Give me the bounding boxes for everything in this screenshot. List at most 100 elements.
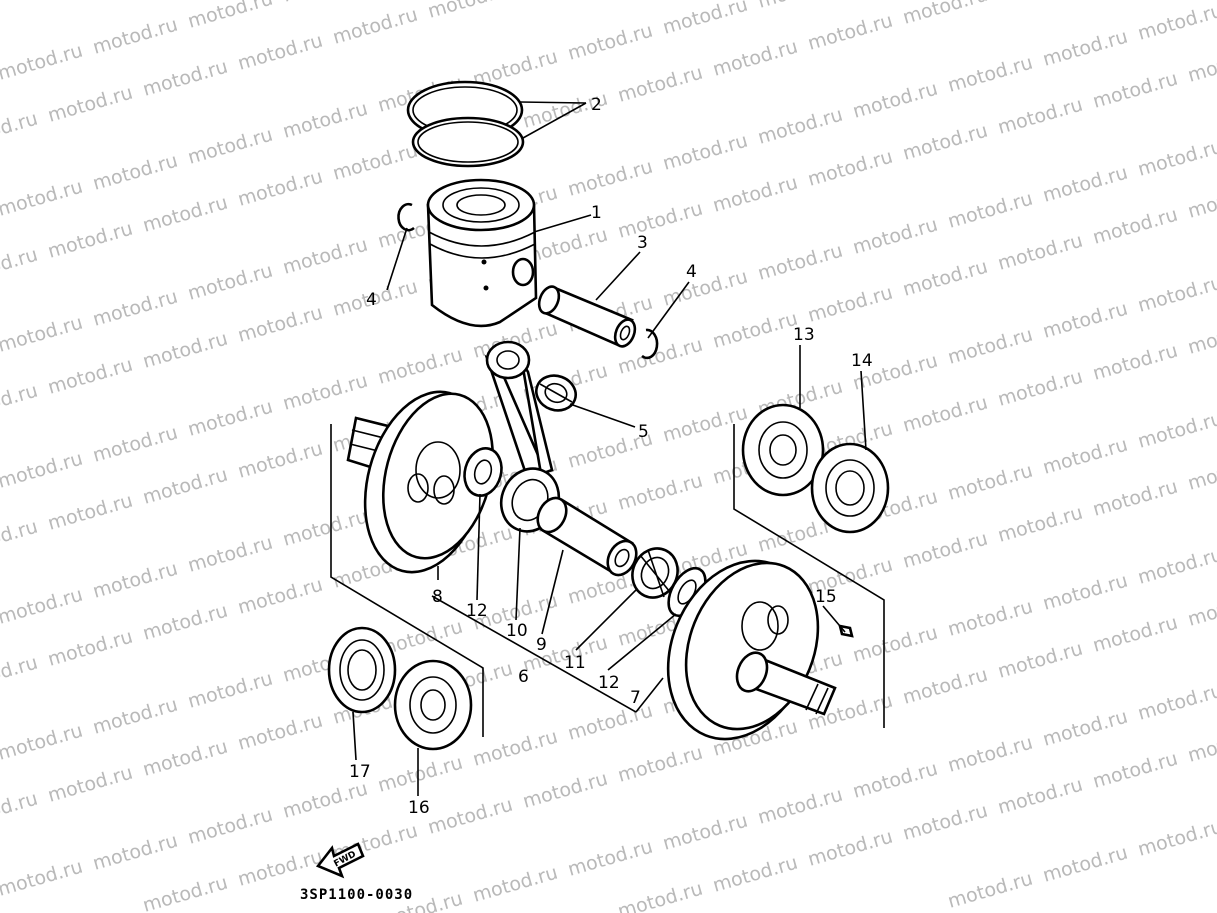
watermark-text: motod.ru: [850, 78, 940, 123]
watermark-text: motod.ru: [850, 758, 940, 803]
watermark-text: motod.ru: [1090, 340, 1180, 385]
watermark-text: motod.ru: [0, 856, 85, 901]
watermark-text: motod.ru: [1090, 204, 1180, 249]
watermark-text: motod.ru: [995, 638, 1085, 683]
watermark-text: motod.ru: [330, 140, 420, 185]
watermark-text: motod.ru: [0, 516, 40, 561]
watermark-text: motod.ru: [140, 192, 230, 237]
watermark-text: motod.ru: [140, 464, 230, 509]
callout-oil-seal-14: 14: [851, 351, 873, 371]
watermark-text: motod.ru: [235, 574, 325, 619]
watermark-text: motod.ru: [805, 826, 895, 871]
watermark-text: motod.ru: [185, 260, 275, 305]
watermark-text: motod.ru: [1040, 706, 1130, 751]
watermark-text: motod.ru: [90, 14, 180, 59]
piston-pin-clips: [397, 202, 659, 360]
watermark-text: motod.ru: [140, 736, 230, 781]
watermark-text: motod.ru: [45, 490, 135, 535]
watermark-text: motod.ru: [425, 0, 515, 23]
watermark-text: motod.ru: [1040, 434, 1130, 479]
watermark-text: motod.ru: [850, 622, 940, 667]
watermark-text: motod.ru: [1185, 42, 1217, 87]
watermark-text: motod.ru: [995, 366, 1085, 411]
watermark-text: motod.ru: [805, 146, 895, 191]
watermark-text: motod.ru: [945, 324, 1035, 369]
crank-right: [666, 559, 837, 741]
watermark-text: motod.ru: [900, 528, 990, 573]
watermark-text: motod.ru: [945, 460, 1035, 505]
watermark-text: motod.ru: [90, 694, 180, 739]
callout-piston: 1: [591, 203, 602, 223]
watermark-text: motod.ru: [185, 124, 275, 169]
watermark-text: motod.ru: [0, 108, 40, 153]
bearing-13: [741, 403, 825, 497]
watermark-text: motod.ru: [0, 380, 40, 425]
watermark-text: motod.ru: [755, 104, 845, 149]
watermark-text: motod.ru: [235, 438, 325, 483]
watermark-text: motod.ru: [710, 172, 800, 217]
watermark-text: motod.ru: [185, 396, 275, 441]
watermark-text: motod.ru: [615, 878, 705, 913]
watermark-text: motod.ru: [280, 0, 370, 7]
watermark-text: motod.ru: [710, 308, 800, 353]
watermark-text: motod.ru: [565, 156, 655, 201]
watermark-text: motod.ru: [900, 392, 990, 437]
oil-seal-17: [327, 626, 397, 714]
watermark-text: motod.ru: [805, 282, 895, 327]
oil-seal-14: [810, 442, 890, 534]
watermark-text: motod.ru: [710, 852, 800, 897]
watermark-text: motod.ru: [1135, 680, 1217, 725]
watermark-text: motod.ru: [280, 234, 370, 279]
watermark-text: motod.ru: [0, 788, 40, 833]
watermark-text: motod.ru: [565, 836, 655, 881]
watermark-text: motod.ru: [1185, 450, 1217, 495]
watermark-text: motod.ru: [1135, 544, 1217, 589]
watermark-text: motod.ru: [45, 354, 135, 399]
watermark-text: motod.ru: [45, 82, 135, 127]
callout-connecting-rod: 10: [506, 621, 528, 641]
watermark-text: motod.ru: [945, 868, 1035, 913]
piston-rings: [406, 80, 525, 168]
watermark-text: motod.ru: [45, 626, 135, 671]
callout-piston-rings: 2: [591, 95, 602, 115]
watermark-text: motod.ru: [0, 652, 40, 697]
watermark-text: motod.ru: [185, 0, 275, 33]
watermark-text: motod.ru: [805, 10, 895, 55]
callout-clip-right: 4: [686, 262, 697, 282]
watermark-text: motod.ru: [900, 120, 990, 165]
watermark-text: motod.ru: [660, 402, 750, 447]
callout-crankshaft-assy: 6: [518, 667, 529, 687]
watermark-text: motod.ru: [565, 700, 655, 745]
watermark-text: motod.ru: [1040, 26, 1130, 71]
callout-bearing-16: 16: [408, 798, 430, 818]
watermark-text: motod.ru: [1090, 612, 1180, 657]
watermark-text: motod.ru: [995, 774, 1085, 819]
fwd-arrow-icon: FWD: [315, 842, 365, 879]
watermark-text: motod.ru: [850, 214, 940, 259]
watermark-text: motod.ru: [185, 532, 275, 577]
piston-pin: [537, 285, 637, 348]
watermark-text: motod.ru: [140, 872, 230, 913]
watermark-text: motod.ru: [995, 94, 1085, 139]
callout-bearing-13: 13: [793, 325, 815, 345]
watermark-text: motod.ru: [235, 302, 325, 347]
crank-left: [346, 390, 503, 574]
watermark-text: motod.ru: [1040, 570, 1130, 615]
watermark-text: motod.ru: [185, 804, 275, 849]
watermark-text: motod.ru: [1090, 476, 1180, 521]
watermark-text: motod.ru: [1135, 408, 1217, 453]
watermark-text: motod.ru: [90, 150, 180, 195]
piston: [426, 178, 538, 328]
watermark-text: motod.ru: [375, 752, 465, 797]
watermark-text: motod.ru: [615, 198, 705, 243]
callout-clip-left: 4: [366, 290, 377, 310]
watermark-text: motod.ru: [755, 784, 845, 829]
watermark-text: motod.ru: [1090, 68, 1180, 113]
watermark-text: motod.ru: [1185, 722, 1217, 767]
watermark-text: motod.ru: [0, 244, 40, 289]
watermark-text: motod.ru: [0, 312, 85, 357]
bearing-16: [393, 659, 473, 751]
watermark-text: motod.ru: [995, 0, 1085, 3]
callout-oil-seal-17: 17: [349, 762, 371, 782]
